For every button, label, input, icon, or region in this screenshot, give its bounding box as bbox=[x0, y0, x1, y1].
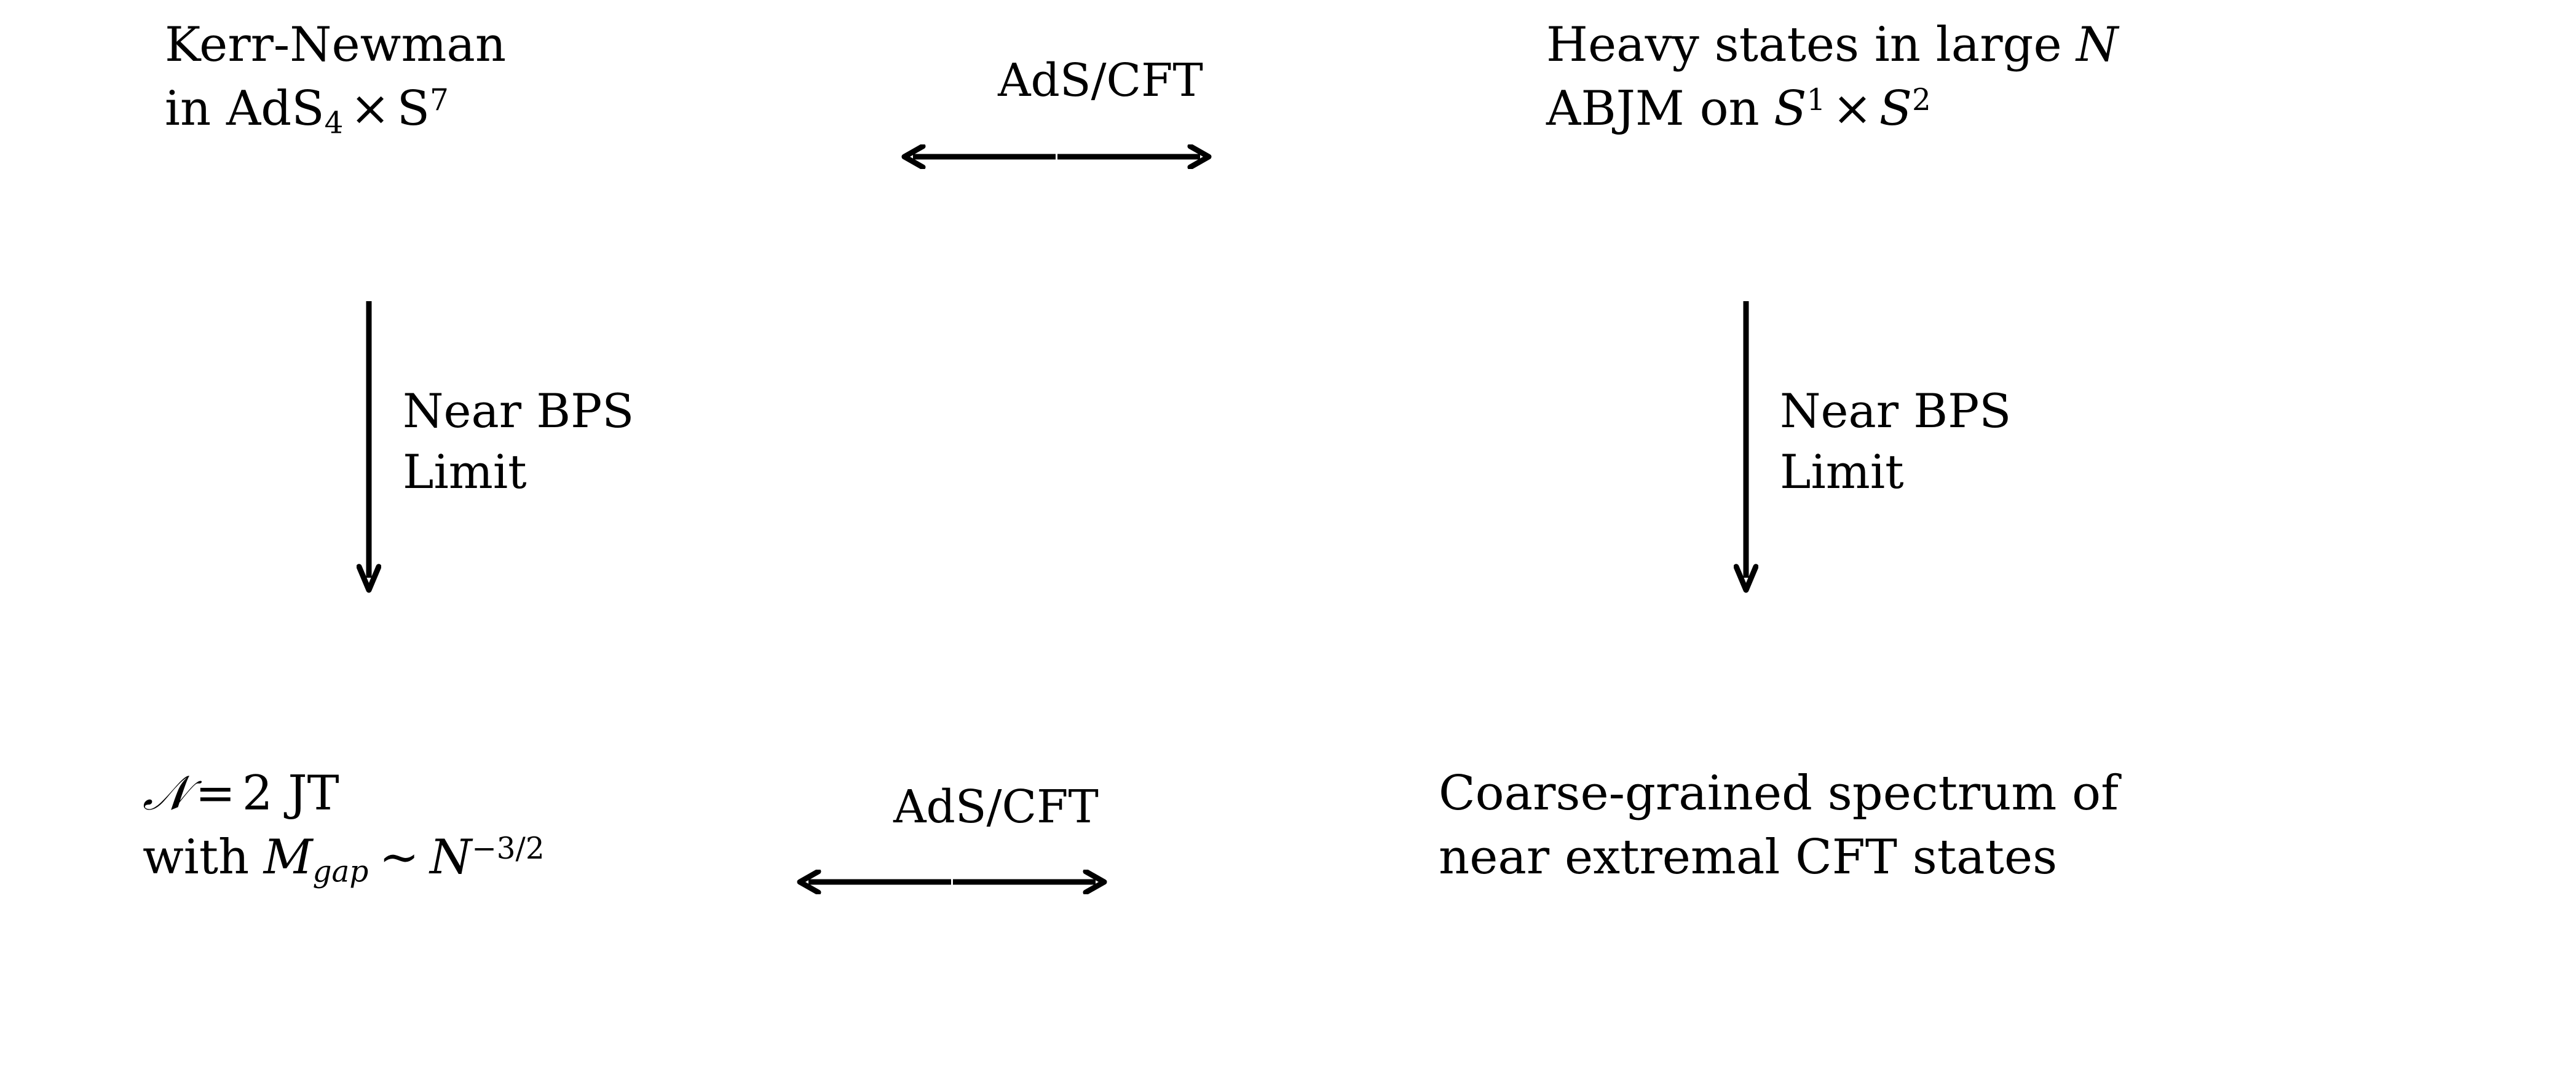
with-text: with bbox=[143, 829, 250, 885]
top-adscft-label: AdS/CFT bbox=[998, 54, 1203, 107]
coarse-grained-line-1: Coarse-grained spectrum of bbox=[1439, 766, 2119, 821]
s2-superscript: 2 bbox=[1912, 82, 1931, 117]
times-symbol: × bbox=[1832, 81, 1873, 136]
sphere-letter: S bbox=[397, 81, 430, 136]
left-near-bps-arrow bbox=[357, 301, 381, 596]
s2-letter: S bbox=[1879, 81, 1912, 136]
scaling-N-symbol: N bbox=[429, 829, 472, 885]
top-adscft-arrow-right-head bbox=[1053, 144, 1219, 169]
bottom-adscft-label: AdS/CFT bbox=[893, 781, 1099, 833]
jt-value: 2 JT bbox=[242, 766, 339, 821]
right-near-bps-label: Near BPS Limit bbox=[1780, 381, 2011, 503]
ads4-prefix: in AdS bbox=[165, 81, 325, 136]
kerr-newman-line-1: Kerr-Newman bbox=[165, 17, 507, 73]
sphere-superscript: 7 bbox=[430, 82, 449, 117]
bottom-adscft-arrow-left-head bbox=[790, 870, 956, 894]
times-symbol: × bbox=[350, 81, 390, 136]
coarse-grained-spectrum-node: Coarse-grained spectrum of near extremal… bbox=[1439, 762, 2119, 889]
s1-letter: S bbox=[1774, 81, 1807, 136]
large-N-symbol: N bbox=[2076, 17, 2119, 73]
heavy-states-text: Heavy states in large bbox=[1546, 17, 2062, 73]
scaling-exponent: −3/2 bbox=[472, 831, 545, 866]
script-N-symbol: 𝒩 bbox=[143, 766, 189, 821]
s1-superscript: 1 bbox=[1806, 82, 1826, 117]
jt-line-1: 𝒩=2 JT bbox=[143, 762, 545, 826]
top-adscft-arrow-left-head bbox=[895, 144, 1061, 169]
right-near-bps-arrow bbox=[1734, 301, 1758, 596]
right-near-bps-line-2: Limit bbox=[1780, 444, 1904, 499]
mass-gap-symbol: M bbox=[263, 829, 313, 885]
mass-gap-subscript: gap bbox=[312, 854, 369, 889]
ads4-subscript: 4 bbox=[324, 106, 344, 141]
bottom-adscft-arrow-right-head bbox=[948, 870, 1114, 894]
left-near-bps-line-2: Limit bbox=[403, 444, 527, 499]
abjm-prefix: ABJM on bbox=[1546, 81, 1760, 136]
sim-symbol: ∼ bbox=[379, 829, 419, 885]
coarse-grained-line-2: near extremal CFT states bbox=[1439, 829, 2058, 885]
left-near-bps-label: Near BPS Limit bbox=[403, 381, 634, 503]
kerr-newman-node: Kerr-Newman in AdS4×S7 bbox=[165, 14, 506, 143]
right-near-bps-line-1: Near BPS bbox=[1780, 384, 2012, 438]
equals-symbol: = bbox=[195, 766, 235, 821]
kerr-newman-line-2: in AdS4×S7 bbox=[165, 77, 506, 143]
left-near-bps-line-1: Near BPS bbox=[403, 384, 634, 438]
